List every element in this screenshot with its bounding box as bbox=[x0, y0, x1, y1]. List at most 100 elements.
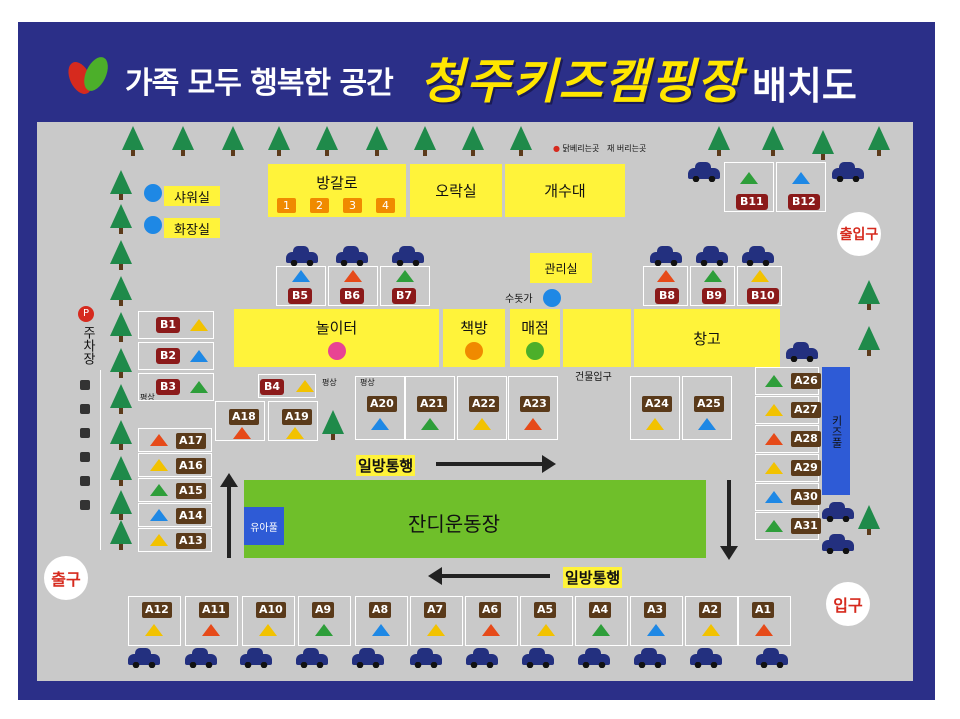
campsite-b2[interactable] bbox=[138, 342, 214, 370]
parked-car-icon bbox=[80, 500, 90, 510]
bungalow-room-2[interactable]: 2 bbox=[310, 198, 329, 213]
campsite-a22[interactable] bbox=[457, 376, 507, 440]
tent-icon bbox=[396, 270, 414, 282]
title-suffix: 배치도 bbox=[752, 64, 857, 108]
site-label-a17: A17 bbox=[176, 433, 206, 449]
car-icon bbox=[822, 502, 854, 522]
campsite-a11[interactable] bbox=[185, 596, 238, 646]
campsite-b7[interactable] bbox=[380, 266, 430, 306]
campsite-a18[interactable] bbox=[215, 401, 265, 441]
campsite-a21[interactable] bbox=[405, 376, 455, 440]
one-way-top-arrow bbox=[436, 462, 544, 466]
site-label-b4: B4 bbox=[260, 379, 285, 395]
car-icon bbox=[688, 162, 720, 182]
site-label-a2: A2 bbox=[699, 602, 722, 618]
campsite-a25[interactable] bbox=[682, 376, 732, 440]
site-label-a29: A29 bbox=[791, 460, 821, 476]
campsite-a10[interactable] bbox=[242, 596, 295, 646]
campsite-a20[interactable] bbox=[355, 376, 405, 440]
tent-icon bbox=[150, 434, 168, 446]
car-icon bbox=[185, 648, 217, 668]
campsite-a5[interactable] bbox=[520, 596, 573, 646]
faucet-icon bbox=[543, 289, 561, 307]
toddler-pool-label: 유아풀 bbox=[250, 522, 278, 534]
campsite-b6[interactable] bbox=[328, 266, 378, 306]
campsite-a13[interactable] bbox=[138, 528, 212, 552]
campsite-b3[interactable] bbox=[138, 373, 214, 401]
campsite-a24[interactable] bbox=[630, 376, 680, 440]
pine-tree-icon bbox=[510, 126, 532, 156]
pine-tree-icon bbox=[858, 505, 880, 535]
one-way-bottom-label: 일방통행 bbox=[563, 567, 623, 588]
campsite-a3[interactable] bbox=[630, 596, 683, 646]
pine-tree-icon bbox=[366, 126, 388, 156]
tent-icon bbox=[647, 624, 665, 636]
tent-icon bbox=[765, 520, 783, 532]
pine-tree-icon bbox=[122, 126, 144, 156]
pine-tree-icon bbox=[414, 126, 436, 156]
tent-icon bbox=[190, 319, 208, 331]
title-subtitle: 가족 모두 행복한 공간 bbox=[125, 66, 394, 101]
site-label-a24: A24 bbox=[642, 396, 672, 412]
site-label-a20: A20 bbox=[367, 396, 397, 412]
campsite-b11[interactable] bbox=[724, 162, 774, 212]
campsite-b10[interactable] bbox=[737, 266, 782, 306]
bungalow-rooms: 1 2 3 4 bbox=[277, 198, 395, 213]
kids-pool-label: 키즈풀 bbox=[830, 414, 843, 448]
campsite-a6[interactable] bbox=[465, 596, 518, 646]
car-icon bbox=[742, 246, 774, 266]
site-label-a12: A12 bbox=[142, 602, 172, 618]
tent-icon bbox=[765, 491, 783, 503]
bungalow-room-4[interactable]: 4 bbox=[376, 198, 395, 213]
campsite-a8[interactable] bbox=[355, 596, 408, 646]
campsite-a7[interactable] bbox=[410, 596, 463, 646]
toddler-pool: 유아풀 bbox=[244, 507, 284, 545]
campsite-a9[interactable] bbox=[298, 596, 351, 646]
tent-icon bbox=[344, 270, 362, 282]
parked-car-icon bbox=[80, 404, 90, 414]
shower-room: 샤워실 bbox=[164, 186, 220, 206]
campsite-a16[interactable] bbox=[138, 453, 212, 477]
campsite-b1[interactable] bbox=[138, 311, 214, 339]
tent-icon bbox=[751, 270, 769, 282]
pine-tree-icon bbox=[110, 170, 132, 200]
site-label-b1: B1 bbox=[156, 317, 181, 333]
campsite-a2[interactable] bbox=[685, 596, 738, 646]
campsite-b4[interactable] bbox=[258, 374, 316, 398]
bookroom-label: 책방 bbox=[460, 318, 488, 337]
site-label-a1: A1 bbox=[752, 602, 775, 618]
campsite-b12[interactable] bbox=[776, 162, 826, 212]
parked-car-icon bbox=[80, 428, 90, 438]
shower-icon bbox=[144, 184, 162, 202]
entrance-sign: 입구 bbox=[826, 582, 870, 626]
pine-tree-icon bbox=[172, 126, 194, 156]
campsite-a1[interactable] bbox=[738, 596, 791, 646]
tent-icon bbox=[704, 270, 722, 282]
pine-tree-icon bbox=[110, 276, 132, 306]
bungalow-room-3[interactable]: 3 bbox=[343, 198, 362, 213]
campsite-a19[interactable] bbox=[268, 401, 318, 441]
pine-tree-icon bbox=[110, 420, 132, 450]
campsite-b5[interactable] bbox=[276, 266, 326, 306]
campsite-b9[interactable] bbox=[690, 266, 735, 306]
site-label-b3: B3 bbox=[156, 379, 181, 395]
arrow-left-icon bbox=[428, 567, 442, 585]
pine-tree-icon bbox=[316, 126, 338, 156]
campsite-a17[interactable] bbox=[138, 428, 212, 452]
site-label-a9: A9 bbox=[312, 602, 335, 618]
arrow-right-icon bbox=[542, 455, 556, 473]
disposal-note-2: 재 버리는곳 bbox=[606, 144, 647, 153]
site-label-b11: B11 bbox=[736, 194, 768, 210]
campsite-a4[interactable] bbox=[575, 596, 628, 646]
campsite-a23[interactable] bbox=[508, 376, 558, 440]
campsite-b8[interactable] bbox=[643, 266, 688, 306]
pine-tree-icon bbox=[110, 312, 132, 342]
site-label-a19: A19 bbox=[282, 409, 312, 425]
campsite-a14[interactable] bbox=[138, 503, 212, 527]
pine-tree-icon bbox=[110, 204, 132, 234]
campsite-a12[interactable] bbox=[128, 596, 181, 646]
bungalow-room-1[interactable]: 1 bbox=[277, 198, 296, 213]
site-label-a25: A25 bbox=[694, 396, 724, 412]
one-way-right-arrow bbox=[727, 480, 731, 548]
campsite-a15[interactable] bbox=[138, 478, 212, 502]
